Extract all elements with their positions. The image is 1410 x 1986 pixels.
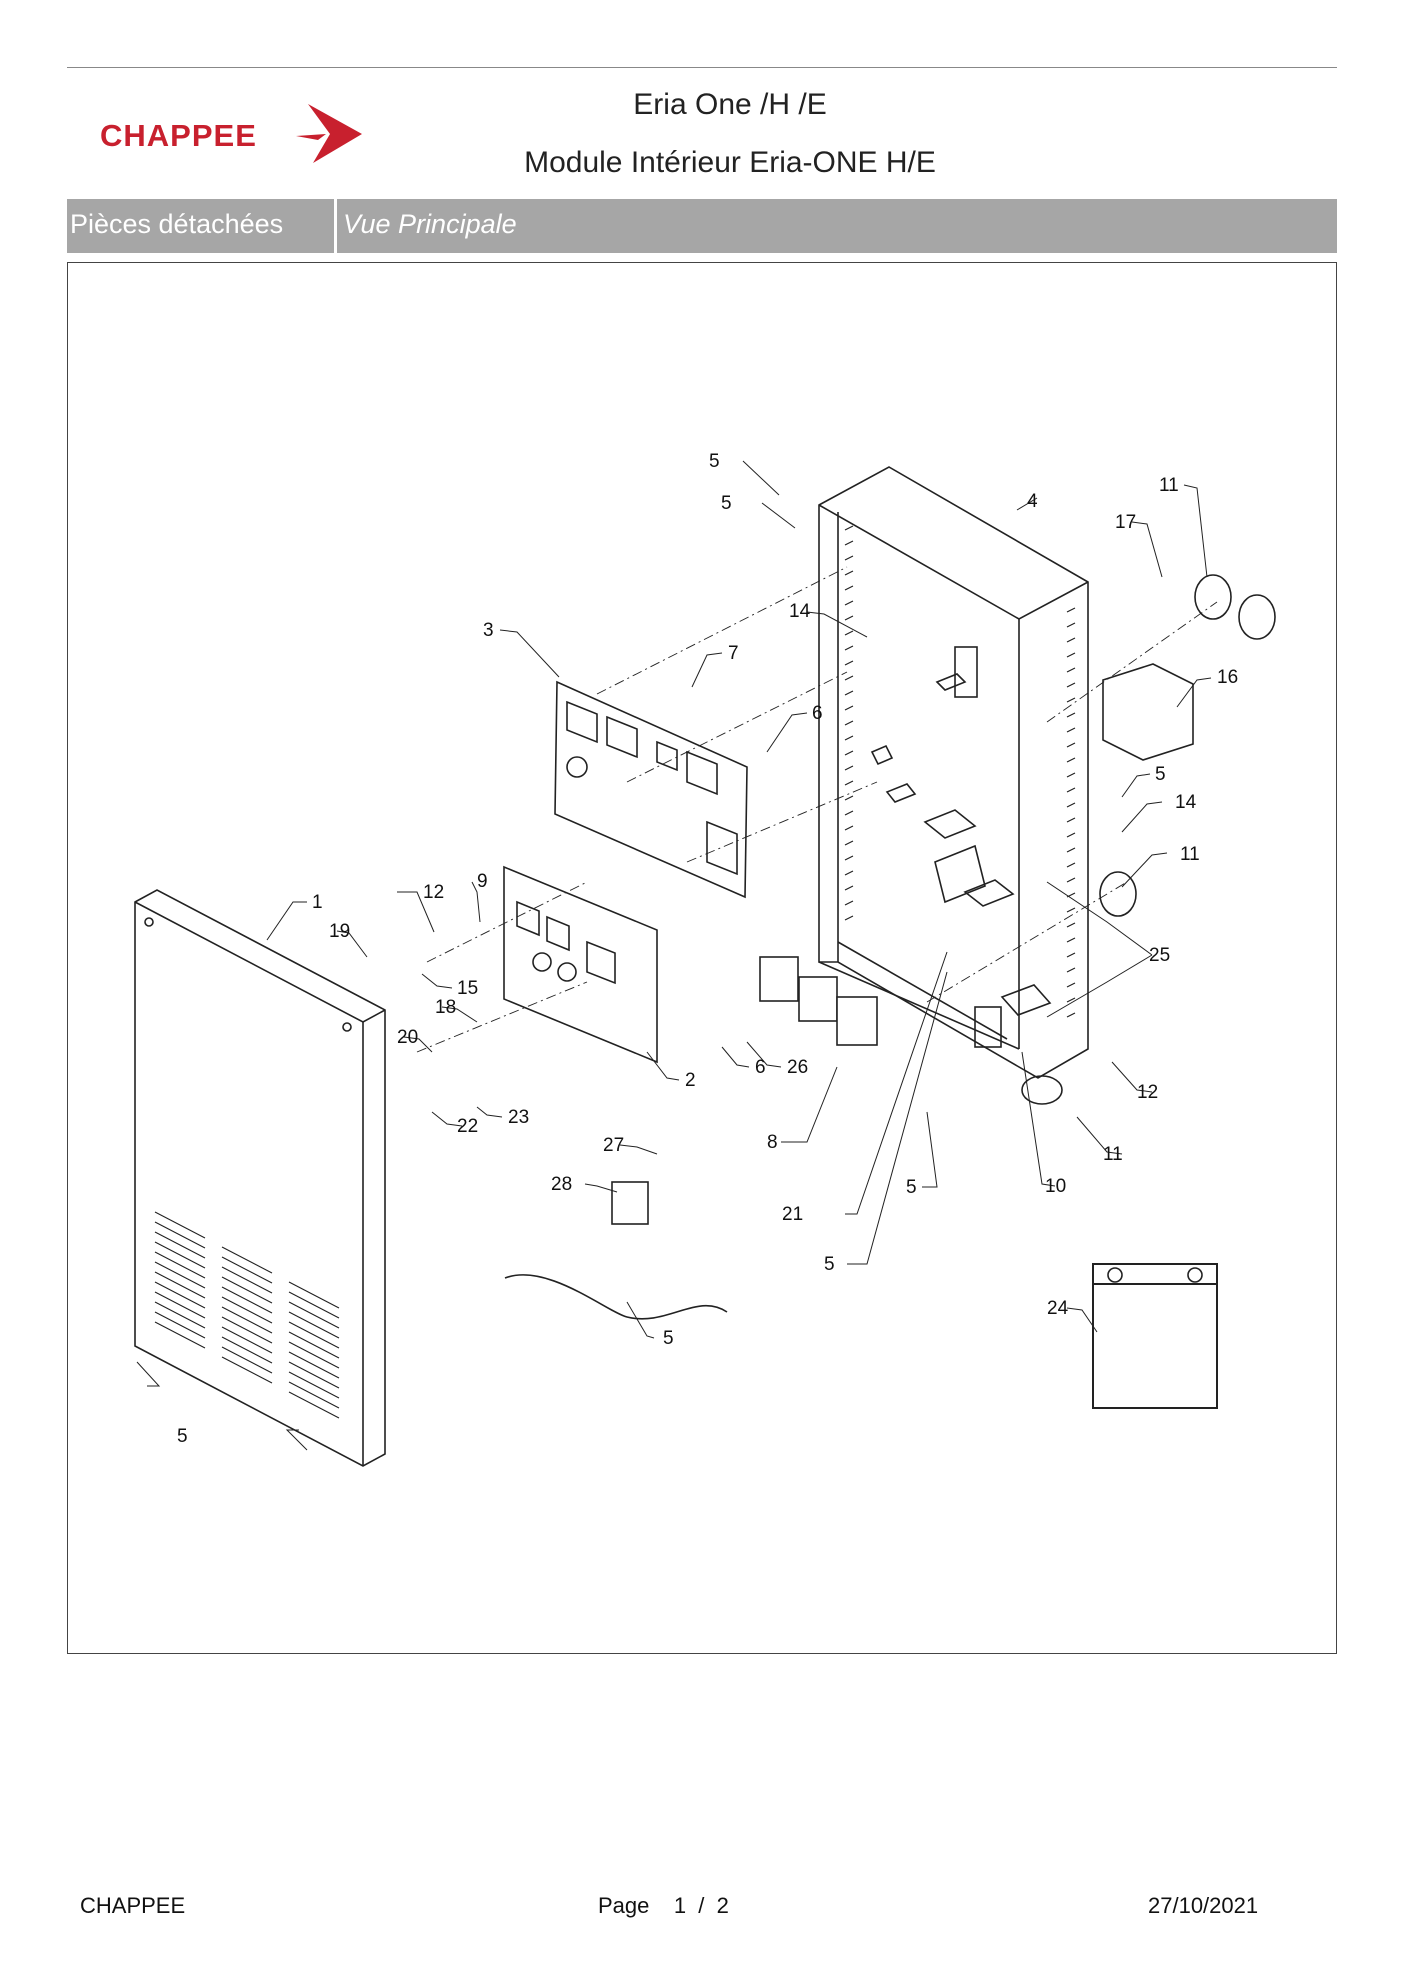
callout: 26 xyxy=(787,1057,808,1078)
exploded-view-diagram: 5 5 4 11 17 3 14 7 16 6 5 14 11 1 12 9 1… xyxy=(134,451,1276,1467)
callout: 2 xyxy=(685,1070,696,1091)
callout: 14 xyxy=(789,601,811,622)
callout: 7 xyxy=(728,643,739,664)
callout: 11 xyxy=(1159,475,1179,496)
front-cover-part xyxy=(134,889,386,1467)
footer-brand: CHAPPEE xyxy=(80,1893,186,1918)
section-category: Pièces détachées xyxy=(70,209,284,239)
callout: 12 xyxy=(423,882,444,903)
callout: 25 xyxy=(1149,945,1170,966)
callout: 5 xyxy=(709,451,720,472)
main-board-part xyxy=(503,865,658,1064)
callout: 5 xyxy=(906,1177,917,1198)
callout: 5 xyxy=(177,1426,188,1447)
section-divider xyxy=(334,199,337,253)
callout: 16 xyxy=(1217,667,1238,688)
footer-page-number: Page 1 / 2 xyxy=(598,1893,729,1918)
callout: 22 xyxy=(457,1116,478,1137)
section-bar: Pièces détachées Vue Principale xyxy=(67,199,1337,253)
callout-labels: 5 5 4 11 17 3 14 7 16 6 5 14 11 1 12 9 1… xyxy=(177,451,1238,1447)
callout: 15 xyxy=(457,978,478,999)
logo-chevron-icon xyxy=(308,104,362,163)
callout: 14 xyxy=(1175,792,1197,813)
callout: 10 xyxy=(1045,1176,1066,1197)
callout: 28 xyxy=(551,1174,572,1195)
footer-date: 27/10/2021 xyxy=(1148,1893,1259,1918)
callout: 1 xyxy=(312,892,323,913)
callout: 5 xyxy=(1155,764,1166,785)
callout: 27 xyxy=(603,1135,624,1156)
section-view: Vue Principale xyxy=(343,209,517,239)
control-board-part xyxy=(554,680,748,899)
screw-bag-part xyxy=(1092,1263,1218,1409)
cable-part xyxy=(504,1274,728,1320)
callout: 18 xyxy=(435,997,456,1018)
callout: 5 xyxy=(721,493,732,514)
diagram-frame xyxy=(67,262,1337,1654)
callout: 3 xyxy=(483,620,494,641)
callout: 20 xyxy=(397,1027,418,1048)
top-rule xyxy=(67,67,1337,68)
document-subtitle: Module Intérieur Eria-ONE H/E xyxy=(524,146,936,179)
callout: 4 xyxy=(1027,491,1038,512)
callout: 19 xyxy=(329,921,350,942)
callout: 17 xyxy=(1115,512,1136,533)
relay-parts xyxy=(759,956,878,1046)
back-panel-part xyxy=(818,466,1089,1079)
callout: 8 xyxy=(767,1132,778,1153)
callout: 23 xyxy=(508,1107,529,1128)
callout: 9 xyxy=(477,871,488,892)
callout: 11 xyxy=(1180,844,1200,865)
plate-part xyxy=(611,1181,649,1225)
callout: 5 xyxy=(663,1328,674,1349)
brand-logo-text: CHAPPEE xyxy=(100,118,257,153)
callout: 24 xyxy=(1047,1298,1069,1319)
callout: 5 xyxy=(824,1254,835,1275)
document-title: Eria One /H /E xyxy=(633,88,827,121)
callout: 11 xyxy=(1103,1144,1123,1165)
callout: 6 xyxy=(755,1057,766,1078)
callout: 12 xyxy=(1137,1082,1158,1103)
brand-logo: CHAPPEE xyxy=(100,100,370,170)
callout: 21 xyxy=(782,1204,803,1225)
callout: 6 xyxy=(812,703,823,724)
